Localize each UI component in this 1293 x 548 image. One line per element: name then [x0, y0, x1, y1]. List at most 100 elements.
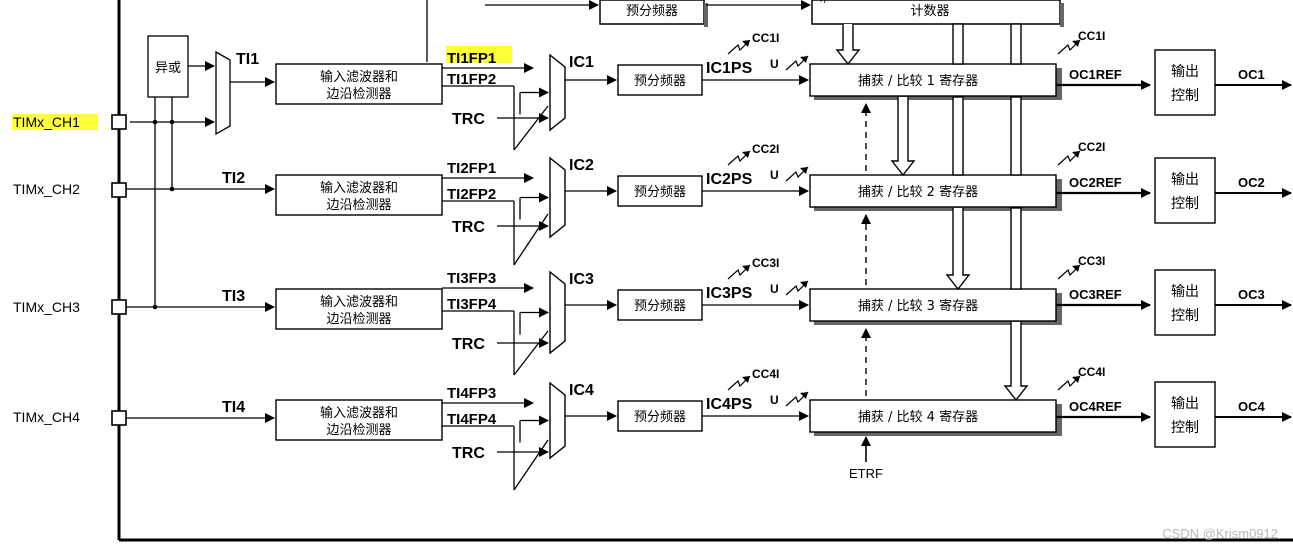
prescaler-2: [617, 175, 703, 207]
filter-label-line2: 边沿检测器: [326, 198, 391, 213]
fp-label-b: TI1FP2: [447, 71, 496, 88]
channel-pins: TIMx_CH1 TIMx_CH2 TIMx_CH3 TIMx_CH4: [12, 114, 127, 426]
ti-label-4: TI4: [222, 399, 245, 416]
cci-label-left-4: CC4I: [752, 367, 779, 381]
oc-label-1: OC1: [1238, 67, 1265, 82]
ic-select-mux-2: [549, 156, 566, 239]
fp-label-a: TI1FP1: [447, 50, 496, 67]
prescaler-label: 预分频器: [634, 185, 686, 200]
input-filter-3: [275, 288, 443, 330]
filter-label-line2: 边沿检测器: [326, 312, 391, 327]
capture-compare-label-3: 捕获 / 比较 3 寄存器: [858, 298, 978, 314]
u-label: U: [770, 57, 779, 71]
channel-row-1: TI1输入滤波器和边沿检测器TI1FP1TI1FP2TRCIC1预分频器IC1P…: [230, 29, 1292, 151]
output-control-line1: 输出: [1171, 284, 1199, 300]
ic-select-mux-1: [549, 53, 566, 132]
cci-label-right-1: CC1I: [1078, 29, 1105, 43]
fp-label-b: TI3FP4: [447, 296, 497, 313]
cci-label-right-4: CC4I: [1078, 365, 1105, 379]
trc-label: TRC: [452, 111, 485, 128]
channel-input-4: TIMx_CH4: [13, 409, 80, 425]
top-counter-prefix: +/-: [818, 0, 830, 6]
prescaler-label: 预分频器: [634, 410, 686, 425]
ti-label-3: TI3: [222, 288, 245, 305]
u-label: U: [770, 168, 779, 182]
ic-label-1: IC1: [569, 54, 594, 71]
capture-compare-register-3: [809, 288, 1057, 322]
output-control-2: [1154, 157, 1216, 224]
output-control-line2: 控制: [1171, 88, 1199, 104]
ocref-label-3: OC3REF: [1069, 287, 1122, 302]
filter-label-line1: 输入滤波器和: [320, 69, 398, 85]
input-filter-1: [275, 63, 443, 105]
cci-label-right-3: CC3I: [1078, 254, 1105, 268]
output-control-line2: 控制: [1171, 308, 1199, 324]
channel-input-1: TIMx_CH1: [13, 114, 80, 130]
ic-label-4: IC4: [569, 382, 594, 399]
output-control-3: [1154, 269, 1216, 336]
channel-input-2: TIMx_CH2: [13, 181, 80, 197]
u-label: U: [770, 393, 779, 407]
capture-compare-register-2: [809, 174, 1057, 208]
prescaler-3: [617, 289, 703, 321]
trc-label: TRC: [452, 219, 485, 236]
icps-label-3: IC3PS: [706, 285, 753, 302]
fp-label-a: TI4FP3: [447, 385, 496, 402]
capture-compare-label-1: 捕获 / 比较 1 寄存器: [858, 73, 978, 89]
fp-label-b: TI2FP2: [447, 186, 496, 203]
prescaler-label: 预分频器: [634, 74, 686, 89]
filter-label-line1: 输入滤波器和: [320, 405, 398, 421]
top-prescaler-block: 预分频器: [599, 0, 708, 27]
output-control-line1: 输出: [1171, 172, 1199, 188]
input-filter-4: [275, 399, 443, 441]
ic-select-mux-4: [549, 381, 566, 460]
ti-label-2: TI2: [222, 170, 245, 187]
ocref-label-4: OC4REF: [1069, 399, 1122, 414]
output-control-line2: 控制: [1171, 196, 1199, 212]
ic-label-3: IC3: [569, 271, 594, 288]
ti1-select-mux: [215, 50, 231, 136]
fp-label-a: TI2FP1: [447, 160, 496, 177]
capture-compare-register-1: [809, 63, 1057, 97]
icps-label-1: IC1PS: [706, 60, 753, 77]
fp-label-a: TI3FP3: [447, 270, 496, 287]
top-counter-label: 计数器: [910, 4, 949, 19]
output-control-1: [1154, 49, 1216, 116]
output-control-4: [1154, 381, 1216, 448]
output-control-line2: 控制: [1171, 420, 1199, 436]
filter-label-line2: 边沿检测器: [326, 87, 391, 102]
filter-label-line1: 输入滤波器和: [320, 294, 398, 310]
trc-label: TRC: [452, 445, 485, 462]
prescaler-label: 预分频器: [634, 299, 686, 314]
prescaler-4: [617, 400, 703, 432]
ocref-label-2: OC2REF: [1069, 175, 1122, 190]
ic-label-2: IC2: [569, 157, 594, 174]
ch1-highlight: [12, 114, 98, 130]
xor-label: 异或: [155, 61, 181, 76]
top-counter-block: +/- 计数器: [811, 0, 1064, 27]
ocref-label-1: OC1REF: [1069, 67, 1122, 82]
timer-boundary: [117, 0, 1293, 542]
oc-label-3: OC3: [1238, 287, 1265, 302]
watermark: CSDN @Krism0912: [1162, 526, 1278, 541]
icps-label-2: IC2PS: [706, 171, 753, 188]
icps-label-4: IC4PS: [706, 396, 753, 413]
fp-label-b: TI4FP4: [447, 411, 497, 428]
u-label: U: [770, 282, 779, 296]
channel-input-3: TIMx_CH3: [13, 299, 80, 315]
cci-label-left-3: CC3I: [752, 256, 779, 270]
cci-label-left-1: CC1I: [752, 31, 779, 45]
capture-compare-register-4: [809, 399, 1057, 433]
input-filter-2: [275, 174, 443, 216]
output-control-line1: 输出: [1171, 396, 1199, 412]
cci-label-right-2: CC2I: [1078, 140, 1105, 154]
fp-highlight: [446, 46, 512, 63]
filter-label-line2: 边沿检测器: [326, 423, 391, 438]
capture-compare-label-2: 捕获 / 比较 2 寄存器: [858, 184, 978, 200]
output-control-line1: 输出: [1171, 64, 1199, 80]
channel-row-2: TI2输入滤波器和边沿检测器TI2FP1TI2FP2TRCIC2预分频器IC2P…: [126, 103, 1292, 266]
oc-label-2: OC2: [1238, 175, 1265, 190]
register-buses: [835, 23, 1029, 402]
